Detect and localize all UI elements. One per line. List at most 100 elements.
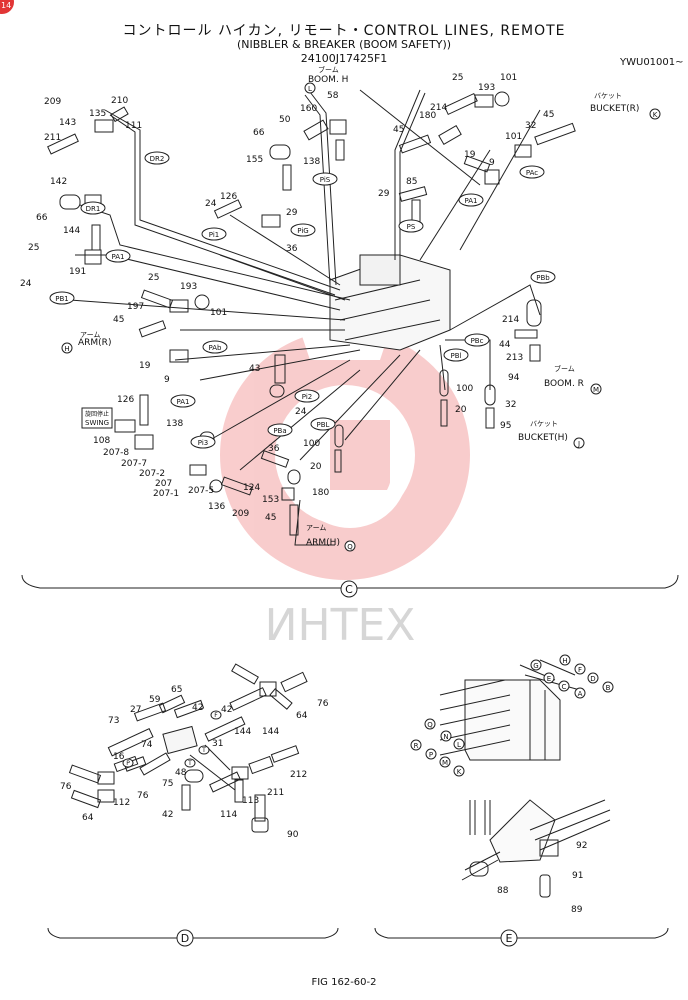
svg-text:PBl: PBl — [451, 352, 462, 360]
part-label: 36 — [286, 244, 298, 254]
svg-text:H: H — [562, 657, 567, 665]
port-tag: PBa — [267, 423, 293, 437]
part-label: 111 — [125, 121, 142, 131]
svg-text:PAb: PAb — [208, 344, 222, 352]
svg-text:PiS: PiS — [320, 176, 331, 184]
part-label: 29 — [378, 189, 390, 199]
part-label: 193 — [478, 83, 495, 93]
svg-text:N: N — [443, 733, 448, 741]
svg-text:73: 73 — [108, 716, 119, 726]
svg-text:42: 42 — [192, 703, 203, 713]
svg-text:90: 90 — [287, 830, 299, 840]
svg-text:144: 144 — [234, 727, 251, 737]
svg-text:H: H — [64, 345, 69, 353]
port-tag: PBc — [464, 333, 490, 347]
port-tag: PAb — [202, 340, 228, 354]
svg-text:48: 48 — [175, 768, 187, 778]
part-label: 207-7 — [121, 459, 147, 469]
part-label: 24 — [205, 199, 217, 209]
svg-text:ブーム: ブーム — [554, 364, 575, 373]
svg-text:31: 31 — [212, 739, 223, 749]
part-label: 214 — [502, 315, 519, 325]
svg-text:アーム: アーム — [80, 331, 100, 339]
svg-text:76: 76 — [60, 782, 72, 792]
svg-text:211: 211 — [267, 788, 284, 798]
svg-text:L: L — [308, 85, 312, 93]
svg-text:K: K — [457, 768, 462, 776]
part-label: 20 — [310, 462, 322, 472]
svg-text:59: 59 — [149, 695, 161, 705]
part-label: 126 — [220, 192, 237, 202]
svg-text:DR1: DR1 — [86, 205, 101, 213]
svg-text:E: E — [506, 932, 513, 945]
svg-text:D: D — [181, 932, 189, 945]
svg-text:114: 114 — [220, 810, 237, 820]
callout-arm-h: アーム ARM(H) Q — [306, 524, 356, 552]
svg-text:アーム: アーム — [306, 524, 326, 532]
part-label: 214 — [430, 103, 447, 113]
part-label: 36 — [268, 444, 280, 454]
svg-text:76: 76 — [317, 699, 329, 709]
part-label: 45 — [113, 315, 124, 325]
svg-text:Q: Q — [347, 543, 353, 551]
section-e-circle-letters: G H F E C D A B Q N L R P M K — [410, 654, 614, 777]
part-label: 209 — [44, 97, 61, 107]
svg-text:旋回停止: 旋回停止 — [85, 410, 109, 418]
svg-text:BOOM. R: BOOM. R — [544, 379, 584, 389]
part-label: 135 — [89, 109, 106, 119]
svg-text:PA1: PA1 — [176, 398, 189, 406]
part-label: 193 — [180, 282, 197, 292]
part-label: 24 — [295, 407, 307, 417]
part-label: 45 — [265, 513, 276, 523]
svg-text:Q: Q — [427, 721, 433, 729]
section-d-drawing — [47, 663, 339, 939]
port-tag: PA1 — [105, 249, 131, 263]
svg-text:バケット: バケット — [530, 420, 558, 428]
port-tag: PB1 — [49, 291, 75, 305]
part-label: 207-8 — [103, 448, 129, 458]
callout-bucket-r: バケット BUCKET(R) K — [590, 92, 661, 120]
diagram-part-number: 24100J17425F1 — [300, 52, 388, 65]
svg-text:PA1: PA1 — [464, 197, 477, 205]
part-label: 32 — [505, 400, 516, 410]
callout-arm-r: アーム ARM(R) H — [61, 331, 111, 354]
svg-text:16: 16 — [113, 752, 125, 762]
svg-text:B: B — [606, 684, 611, 692]
section-c-labels: 209 135 210 111 143 211 142 66 144 25 19… — [20, 73, 554, 523]
port-tag: Pi2 — [294, 389, 320, 403]
part-label: 207 — [155, 479, 172, 489]
watermark-logo — [220, 330, 470, 580]
svg-text:F: F — [214, 712, 218, 719]
part-label: 211 — [44, 133, 61, 143]
part-label: 124 — [243, 483, 260, 493]
port-tag: DR2 — [144, 151, 170, 165]
svg-text:PBa: PBa — [273, 427, 286, 435]
callout-bucket-h: バケット BUCKET(H) J — [518, 420, 585, 449]
port-tag: PBL — [310, 417, 336, 431]
part-label: 207-5 — [188, 486, 214, 496]
part-label: 155 — [246, 155, 263, 165]
part-label: 142 — [50, 177, 67, 187]
svg-text:R: R — [414, 742, 419, 750]
port-tag: PS — [398, 219, 424, 233]
part-label: 207-2 — [139, 469, 165, 479]
svg-text:E: E — [547, 675, 551, 683]
port-tag: PBb — [530, 270, 556, 284]
part-label: 45 — [543, 110, 554, 120]
callout-boom-r: ブーム BOOM. R M — [544, 364, 602, 395]
svg-text:89: 89 — [571, 905, 583, 915]
part-label: 209 — [232, 509, 249, 519]
part-label: 45 — [393, 125, 404, 135]
svg-text:ARM(R): ARM(R) — [78, 338, 111, 348]
serial-range: YWU01001~ — [620, 57, 684, 68]
port-tag: Pi3 — [190, 435, 216, 449]
svg-text:SWING: SWING — [85, 419, 109, 427]
part-label: 20 — [455, 405, 467, 415]
part-label: 197 — [127, 302, 144, 312]
svg-text:K: K — [653, 111, 658, 119]
section-e-drawing — [374, 659, 669, 939]
part-label: 100 — [303, 439, 320, 449]
svg-text:PAc: PAc — [526, 169, 538, 177]
section-e-labels: 92 91 89 88 — [497, 841, 587, 915]
